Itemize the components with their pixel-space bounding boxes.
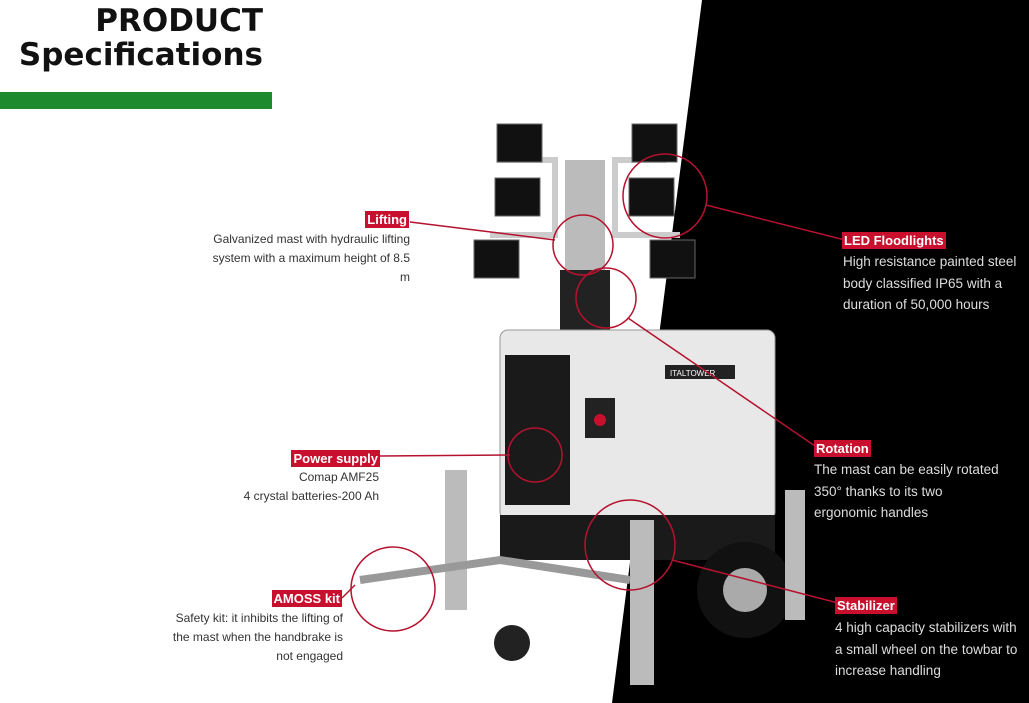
led-floodlights-label: LED Floodlights <box>842 232 946 249</box>
lifting-label: Lifting <box>365 211 409 228</box>
title-line1: PRODUCT <box>95 3 263 39</box>
title-underline <box>0 92 272 109</box>
stabilizer-label: Stabilizer <box>835 597 897 614</box>
rotation-label: Rotation <box>814 440 871 457</box>
amoss-kit-label: AMOSS kit <box>271 590 342 607</box>
brand-logo: ITALTOWER <box>670 369 716 378</box>
title-line2: Specifications <box>18 37 263 73</box>
floodlights <box>473 123 696 279</box>
power-supply-label: Power supply <box>291 450 380 467</box>
callout-markers <box>341 153 846 632</box>
